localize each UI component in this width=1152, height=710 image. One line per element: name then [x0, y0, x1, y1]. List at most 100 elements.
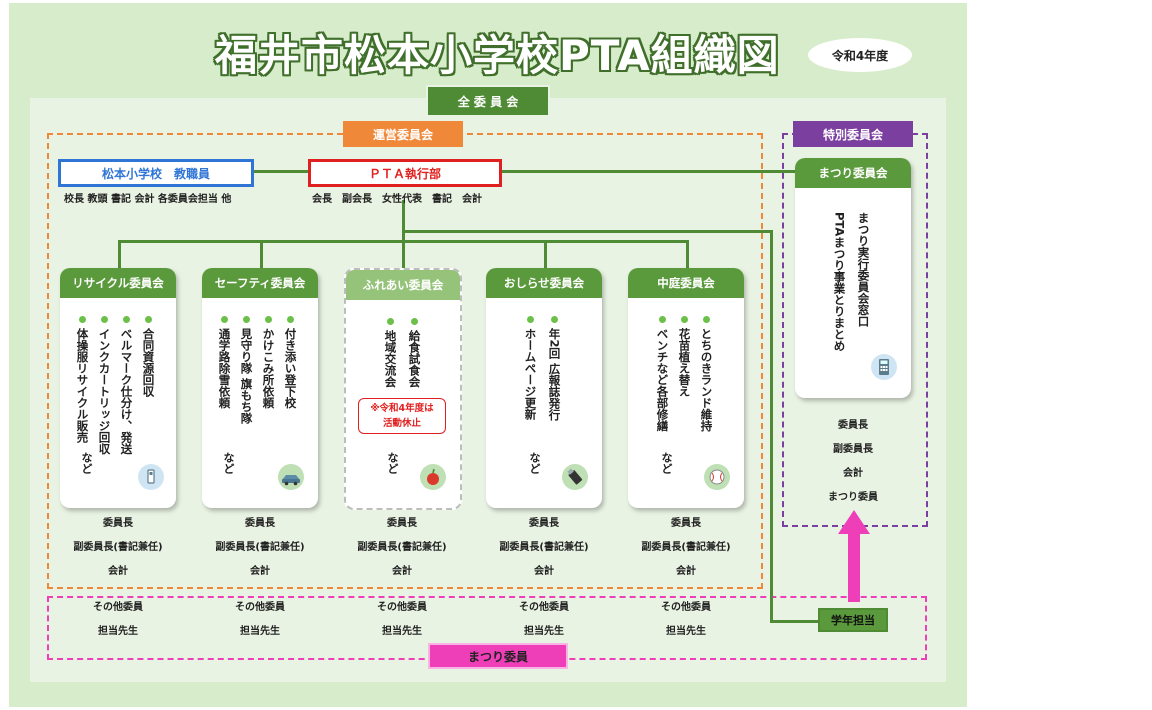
role-vice-chair: 副委員長(書記兼任): [641, 542, 731, 553]
committee-title: ふれあい委員会: [346, 270, 460, 300]
committee-roles: 委員長 副委員長(書記兼任) 会計: [616, 512, 756, 584]
other-members: その他委員 担当先生: [190, 596, 330, 644]
other-members-label: その他委員: [519, 602, 569, 613]
activity-item: ベルマーク仕分け、発送: [120, 316, 134, 455]
teacher-in-charge: 担当先生: [524, 626, 564, 637]
role-vice-chair: 副委員長(書記兼任): [215, 542, 305, 553]
festival-members-label: まつり委員: [428, 643, 568, 669]
year-badge: 令和4年度: [808, 38, 912, 72]
bullet-dot: [287, 316, 294, 323]
usb-icon: [562, 464, 588, 490]
arrow-up-icon: [838, 510, 870, 602]
role-chair: 委員長: [103, 518, 133, 529]
connector-horizontal: [118, 240, 688, 243]
role-treasurer: 会計: [843, 468, 863, 479]
etc-label: など: [80, 452, 93, 474]
committee-card-safety: セーフティ委員会 付き添い登下校 かけこみ所依頼 見守り隊 旗もち隊 通学路除雪…: [202, 268, 318, 508]
committee-roles: 委員長 副委員長(書記兼任) 会計: [332, 512, 472, 584]
other-members: その他委員 担当先生: [332, 596, 472, 644]
teacher-in-charge: 担当先生: [666, 626, 706, 637]
connector-exec-down: [402, 200, 405, 268]
role-treasurer: 会計: [250, 566, 270, 577]
festival-item: PTAまつり事業とりまとめ: [832, 212, 847, 352]
festival-committee-card: まつり委員会 まつり実行委員会窓口 PTAまつり事業とりまとめ: [795, 158, 911, 398]
committee-card-notice: おしらせ委員会 年2回 広報誌発行 ホームページ更新 など: [486, 268, 602, 508]
school-staff-members: 校長 教頭 書記 会計 各委員会担当 他: [64, 194, 232, 205]
bullet-dot: [145, 316, 152, 323]
page-title: 福井市松本小学校PTA組織図: [215, 31, 780, 80]
activity-item: とちのきランド維持: [700, 316, 714, 432]
committee-title: セーフティ委員会: [202, 268, 318, 298]
bullet-dot: [123, 316, 130, 323]
activity-item: インクカートリッジ回収: [98, 316, 112, 455]
activity-item: かけこみ所依頼: [262, 316, 276, 409]
etc-label: など: [660, 452, 673, 474]
pta-executive-box: ＰＴＡ執行部: [308, 159, 502, 187]
connector-grade-horizontal: [402, 230, 772, 233]
suspension-note-line: 活動休止: [382, 418, 421, 429]
car-icon: [278, 464, 304, 490]
other-members: その他委員 担当先生: [48, 596, 188, 644]
role-chair: 委員長: [529, 518, 559, 529]
role-vice-chair: 副委員長(書記兼任): [73, 542, 163, 553]
activity-item: ベンチなど各部修繕: [656, 316, 670, 432]
activity-item: ホームページ更新: [524, 316, 538, 420]
connector-school-exec: [251, 170, 309, 173]
recycle-icon: [138, 464, 164, 490]
connector-drop-5: [686, 240, 689, 268]
bullet-dot: [527, 316, 534, 323]
festival-members-text: まつり委員: [467, 649, 528, 664]
special-committee-label: 特別委員会: [793, 121, 913, 147]
all-committee-text: 全 委 員 会: [457, 94, 519, 109]
committee-title: リサイクル委員会: [60, 268, 176, 298]
bullet-dot: [101, 316, 108, 323]
school-staff-label: 松本小学校 教職員: [101, 166, 210, 181]
other-members-label: その他委員: [661, 602, 711, 613]
bullet-dot: [243, 316, 250, 323]
activity-item: 年2回 広報誌発行: [548, 316, 562, 421]
committee-card-recycle: リサイクル委員会 合同資源回収 ベルマーク仕分け、発送 インクカートリッジ回収 …: [60, 268, 176, 508]
connector-grade-vertical: [770, 230, 773, 622]
role-vice-chair: 副委員長(書記兼任): [357, 542, 447, 553]
apple-icon: [420, 464, 446, 490]
role-treasurer: 会計: [392, 566, 412, 577]
bullet-dot: [703, 316, 710, 323]
all-committee-label: 全 委 員 会: [426, 85, 550, 117]
activity-item: 見守り隊 旗もち隊: [240, 316, 254, 424]
role-chair: 委員長: [387, 518, 417, 529]
committee-roles: 委員長 副委員長(書記兼任) 会計: [48, 512, 188, 584]
committee-title: おしらせ委員会: [486, 268, 602, 298]
bullet-dot: [659, 316, 666, 323]
festival-item: まつり実行委員会窓口: [856, 212, 871, 327]
other-members: その他委員 担当先生: [616, 596, 756, 644]
connector-drop-1: [118, 240, 121, 268]
school-staff-box: 松本小学校 教職員: [58, 159, 254, 187]
etc-label: など: [386, 452, 399, 474]
bullet-dot: [265, 316, 272, 323]
role-festival-member: まつり委員: [828, 492, 878, 503]
role-chair: 委員長: [671, 518, 701, 529]
ball-icon: [704, 464, 730, 490]
activity-item: 地域交流会: [384, 318, 398, 388]
grade-rep-box: 学年担当: [818, 608, 888, 632]
committee-roles: 委員長 副委員長(書記兼任) 会計: [474, 512, 614, 584]
other-members: その他委員 担当先生: [474, 596, 614, 644]
committee-title: まつり委員会: [795, 158, 911, 188]
committee-roles: 委員長 副委員長(書記兼任) 会計: [190, 512, 330, 584]
other-members-label: その他委員: [235, 602, 285, 613]
activity-item: 体操服リサイクル販売: [76, 316, 90, 443]
calculator-icon: [871, 354, 897, 380]
committee-card-courtyard: 中庭委員会 とちのきランド維持 花苗植え替え ベンチなど各部修繕 など: [628, 268, 744, 508]
bullet-dot: [411, 318, 418, 325]
operations-committee-text: 運営委員会: [372, 127, 433, 142]
activity-item: 通学路除雪依頼: [218, 316, 232, 409]
bullet-dot: [221, 316, 228, 323]
operations-committee-label: 運営委員会: [343, 121, 463, 147]
festival-roles: 委員長 副委員長 会計 まつり委員: [783, 414, 923, 510]
activity-item: 給食試食会: [408, 318, 422, 388]
role-treasurer: 会計: [676, 566, 696, 577]
connector-exec-festival: [500, 170, 796, 173]
connector-drop-4: [544, 240, 547, 268]
etc-label: など: [222, 452, 235, 474]
pta-executive-label: ＰＴＡ執行部: [368, 166, 441, 181]
